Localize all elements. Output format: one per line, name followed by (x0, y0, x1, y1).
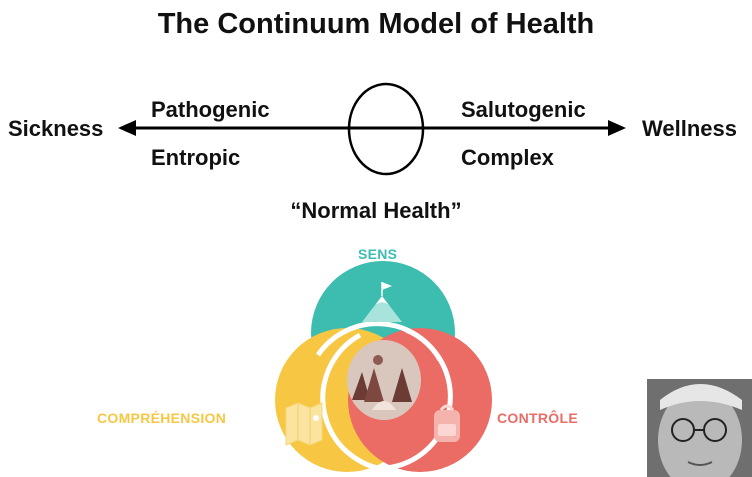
mountain-flag-icon (362, 282, 402, 322)
backpack-icon (434, 404, 460, 442)
map-icon (285, 402, 323, 446)
label-entropic: Entropic (151, 145, 241, 170)
label-normal-health: “Normal Health” (290, 198, 462, 223)
venn-label-comprehension: COMPRÉHENSION (97, 410, 227, 426)
forest-path-icon (347, 340, 421, 420)
page-title: The Continuum Model of Health (157, 8, 595, 40)
label-sickness: Sickness (8, 116, 104, 141)
label-complex: Complex (461, 145, 554, 170)
normal-health-circle (347, 82, 425, 176)
portrait-photo (647, 379, 752, 477)
venn-label-sens: SENS (358, 246, 398, 262)
label-wellness: Wellness (642, 116, 737, 141)
arrow-right-icon (608, 120, 626, 136)
venn-diagram (275, 261, 492, 473)
arrow-left-icon (118, 120, 136, 136)
venn-label-controle: CONTRÔLE (497, 410, 578, 426)
label-salutogenic: Salutogenic (461, 97, 586, 122)
label-pathogenic: Pathogenic (151, 97, 270, 122)
